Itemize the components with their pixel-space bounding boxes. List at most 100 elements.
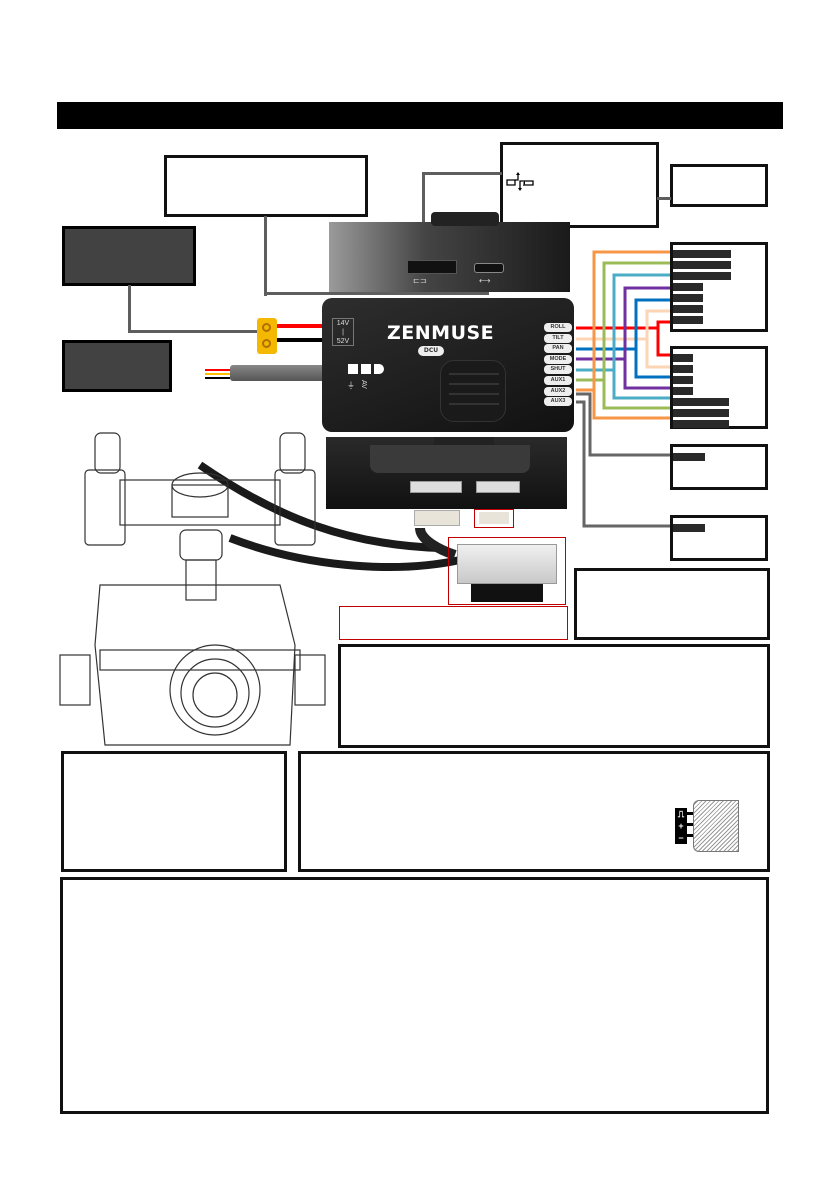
leader-line (128, 285, 131, 333)
channel-pin-list: ROLL TILT PAN MODE SHUT AUX1 AUX2 AUX3 (544, 323, 572, 408)
pin-label-bar (673, 524, 705, 532)
callout-note-wide (338, 644, 770, 748)
connector-line (657, 197, 671, 200)
av-port[interactable] (361, 364, 371, 374)
pin-shut[interactable]: SHUT (544, 365, 572, 375)
connector-pin (262, 323, 271, 332)
callout-power-source (62, 226, 196, 286)
xt60-connector (257, 318, 277, 354)
cable (415, 527, 457, 560)
pin-label-bar (673, 420, 729, 428)
plug-8pin (414, 510, 460, 526)
pin-aux2[interactable]: AUX2 (544, 386, 572, 396)
can-port[interactable] (407, 260, 457, 274)
pin-roll[interactable]: ROLL (544, 323, 572, 332)
pin-label-bar (673, 305, 703, 313)
pin-label-bar (673, 453, 705, 461)
dcu-mount (434, 437, 494, 447)
voltage-min: 14V (336, 320, 350, 327)
wire-mode (576, 286, 672, 390)
wire-aux2 (576, 250, 672, 420)
pin-pan[interactable]: PAN (544, 344, 572, 354)
ground-port[interactable] (348, 364, 358, 374)
av-cable-plug (230, 365, 330, 381)
gimbal-port-6pin[interactable] (476, 481, 520, 493)
leader-line (264, 216, 267, 296)
pin-label-bar (673, 272, 731, 280)
power-wire-negative (277, 338, 322, 342)
usb-port[interactable] (474, 263, 504, 273)
leader-line (128, 330, 260, 333)
pin-tilt[interactable]: TILT (544, 333, 572, 343)
pin-mode[interactable]: MODE (544, 354, 572, 364)
wire-pan (576, 298, 672, 379)
callout-aux3-device (670, 515, 768, 561)
wire-tilt (576, 309, 672, 369)
dcu-main-body: 14V|52V ZENMUSE DCU ⏚ AV (322, 298, 574, 432)
can-bus-icon (506, 172, 534, 191)
highlight-6pin-plug (474, 509, 514, 528)
channel-wiring (576, 250, 672, 528)
pin-label-bar (673, 294, 703, 302)
gimbal-port-8pin[interactable] (410, 481, 462, 493)
wire-aux2-device (576, 392, 672, 457)
callout-receiver-group-2 (670, 346, 768, 429)
servo-pin-legend: ⎍ + − (675, 808, 687, 844)
pin-label-bar (673, 376, 693, 384)
dcu-side-view-top: ⊏⊐ ⟷ (329, 212, 570, 292)
callout-receiver-group-1 (670, 242, 768, 332)
callout-top-right-small (670, 164, 768, 207)
leader-line (422, 172, 502, 175)
wire-roll (576, 320, 672, 357)
dcu-vent (440, 360, 506, 422)
av-wire (205, 373, 230, 375)
signal-icon: ⎍ (677, 809, 685, 819)
pin-label-bar (673, 250, 731, 258)
callout-note-right (574, 568, 770, 640)
pin-label-bar (673, 365, 693, 373)
servo-header-illustration (693, 800, 739, 852)
leader-line (264, 292, 488, 295)
voltage-max: 52V (336, 338, 350, 345)
callout-aux2-device (670, 444, 768, 490)
wire-aux3-device (576, 400, 672, 528)
av-label: AV (360, 380, 367, 389)
plus-icon: + (678, 821, 684, 831)
cable (228, 534, 461, 571)
callout-bottom-right (298, 751, 770, 872)
highlight-connector-enlarged (448, 537, 566, 605)
receiver-pin-list-1 (673, 248, 765, 324)
dcu-bottom-plate (370, 445, 530, 473)
usb-port-icon: ⟷ (479, 276, 491, 285)
dcu-side-view-bottom (326, 437, 567, 509)
gimbal-cables (197, 461, 461, 571)
connector-enlarged-wires (471, 584, 543, 602)
av-port-end (374, 364, 384, 374)
can-bus-port-icon: ⊏⊐ (413, 276, 427, 285)
connector-caption (339, 606, 568, 640)
connector-enlarged-housing (457, 544, 557, 584)
power-input-label: 14V|52V (332, 318, 354, 346)
connector-pin (262, 339, 271, 348)
gimbal-camera-illustration (59, 432, 326, 746)
pin-aux1[interactable]: AUX1 (544, 375, 572, 385)
callout-bottom-left (61, 751, 287, 872)
ground-icon: ⏚ (347, 381, 355, 390)
pin-label-bar (673, 261, 731, 269)
pin-aux3[interactable]: AUX3 (544, 397, 572, 407)
power-wire-positive (277, 324, 322, 328)
callout-top-center (164, 155, 368, 217)
minus-icon: − (678, 833, 684, 843)
pin-label-bar (673, 316, 703, 324)
dcu-brand-logo: ZENMUSE (387, 322, 495, 344)
section-header-bar (57, 102, 783, 129)
dcu-mount (431, 212, 499, 226)
av-wire (205, 369, 230, 371)
wire-aux1 (576, 261, 672, 410)
dcu-model-badge: DCU (418, 346, 444, 356)
callout-av-output (62, 340, 172, 392)
av-wire (205, 377, 230, 379)
cable (197, 461, 441, 552)
pin-label-bar (673, 283, 703, 291)
pin-label-bar (673, 354, 693, 362)
